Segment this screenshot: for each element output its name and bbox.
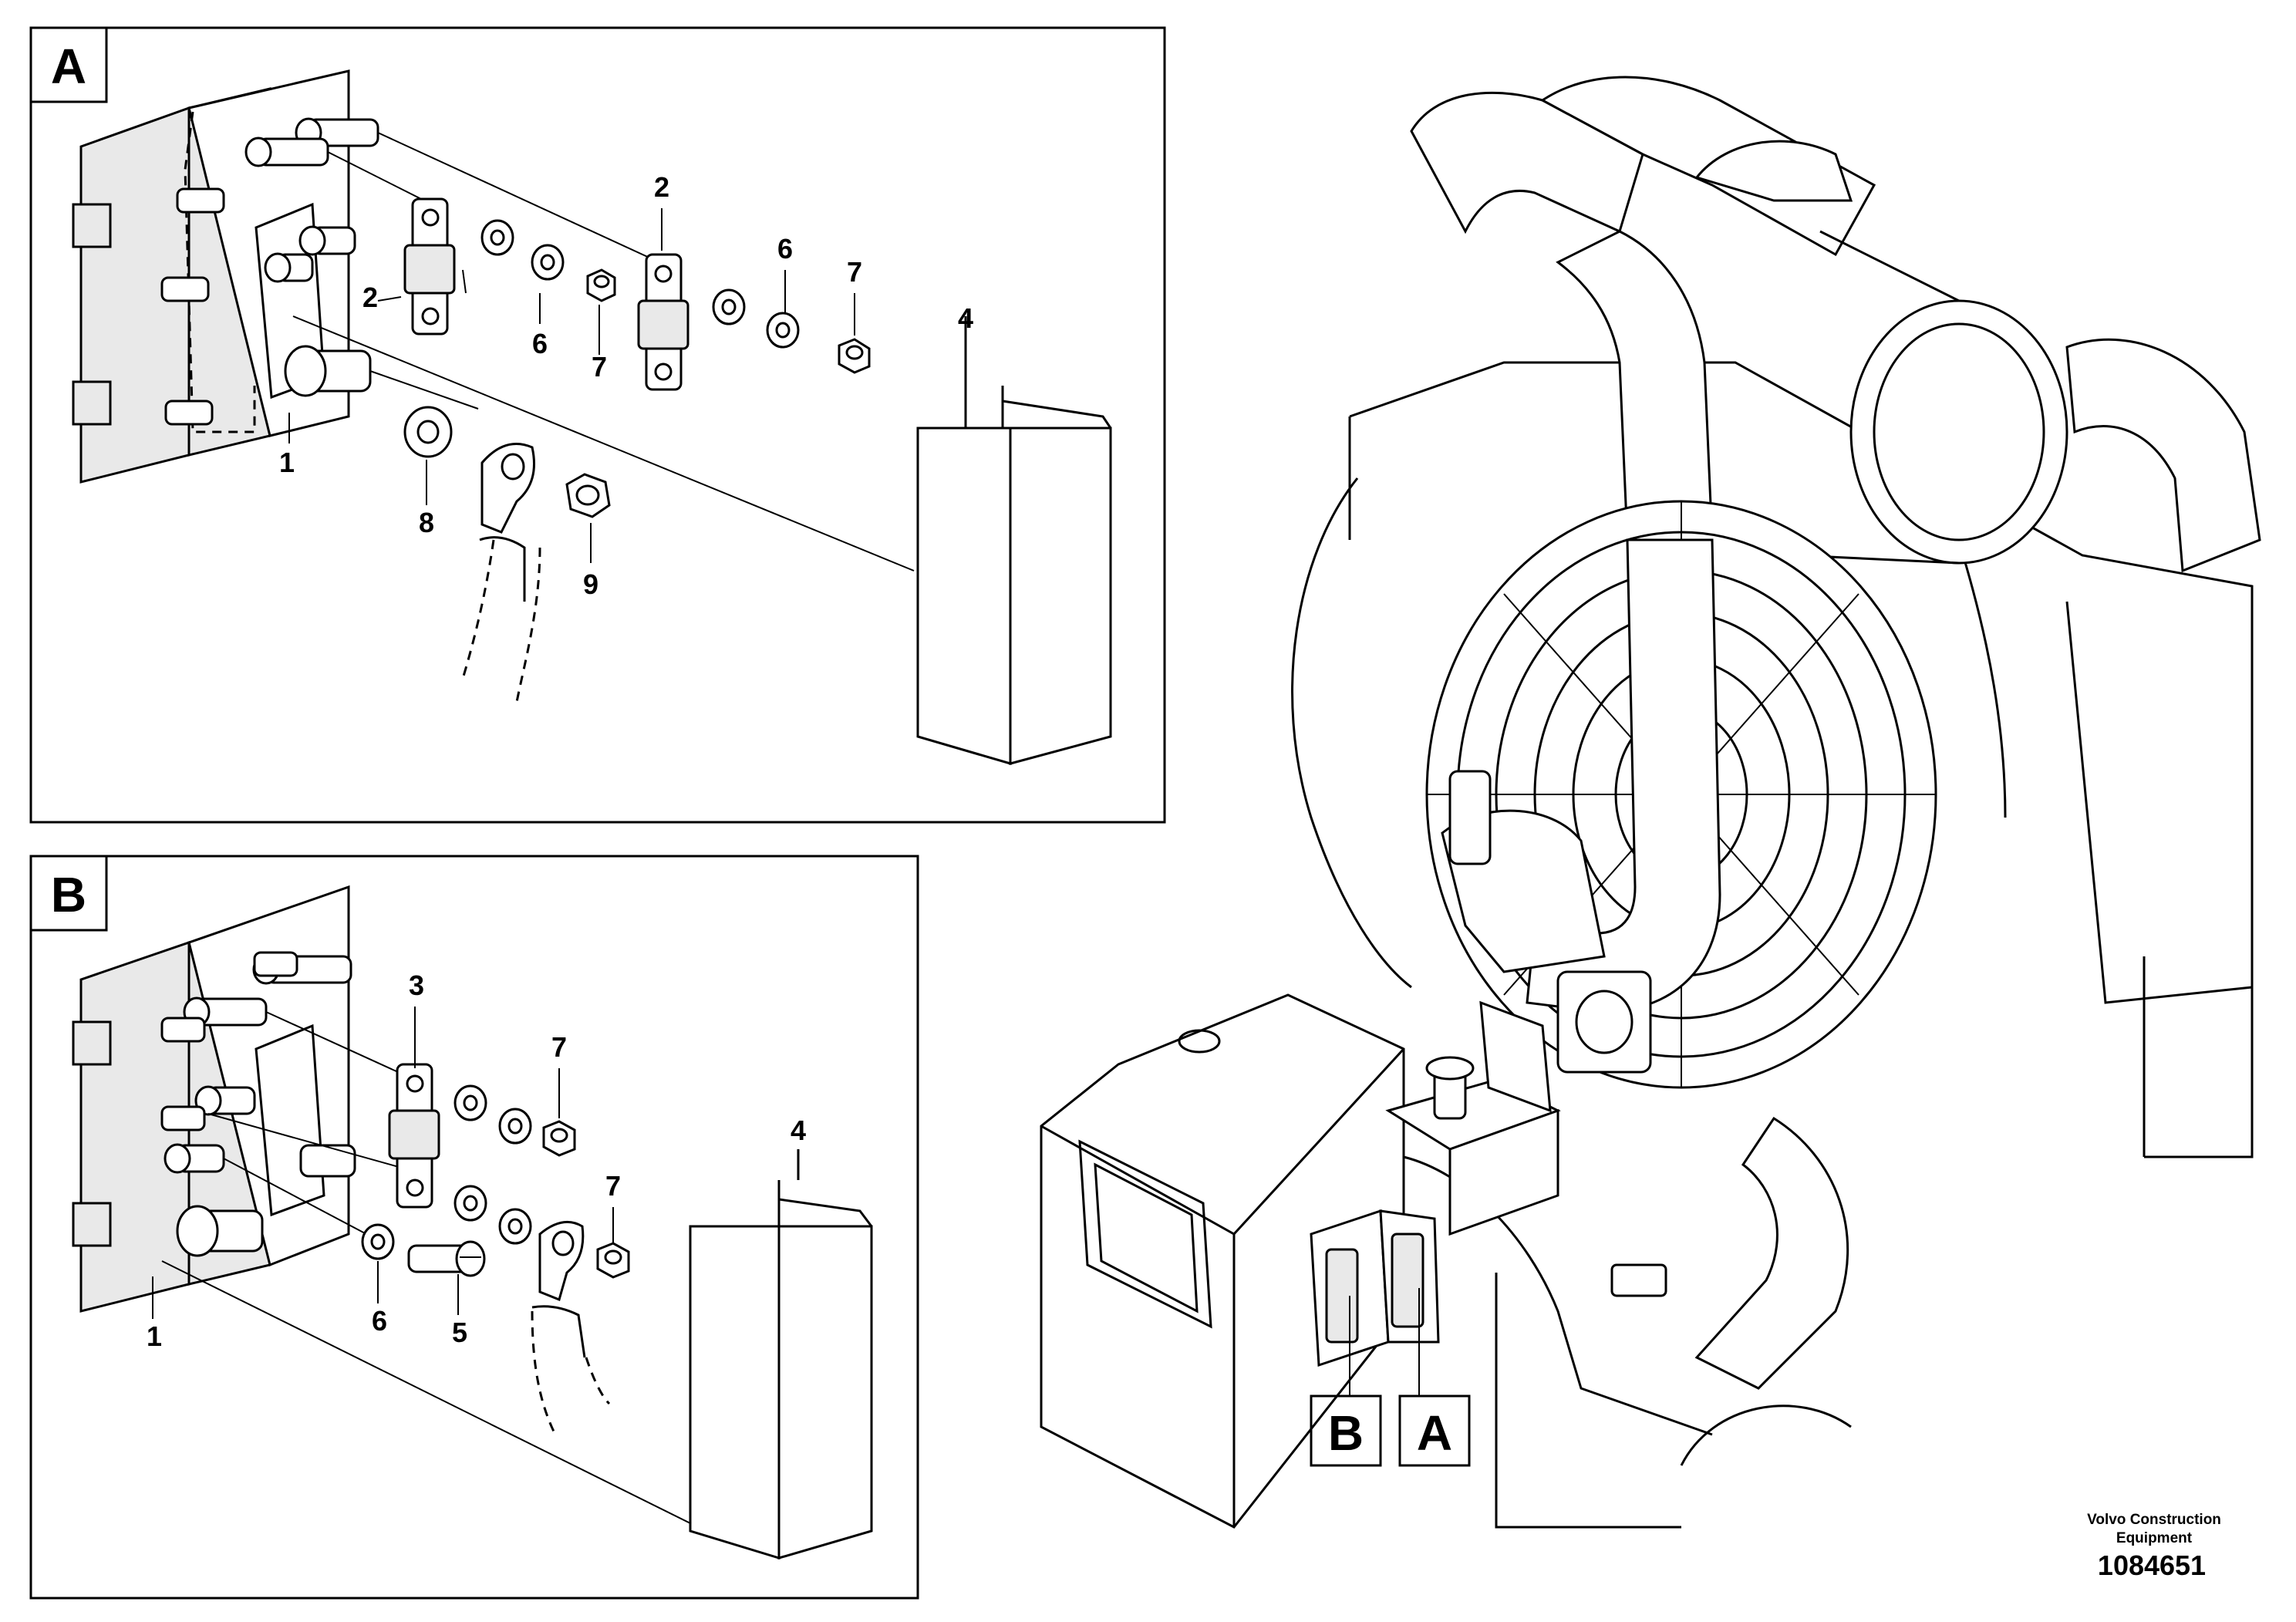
cover-part-4-a [916,316,1112,765]
panel-a-label-box [29,26,108,103]
coolant-pipe [1526,538,1849,1390]
callout-b-4: 4 [791,1114,806,1146]
callout-a-6-upper: 6 [777,233,793,265]
callout-b-3: 3 [409,969,424,1001]
callout-b-6: 6 [372,1305,387,1337]
panel-b-label: B [51,867,86,922]
panel-b-frame [29,855,919,1600]
lower-frame [1495,1263,1852,1529]
panel-b-label-box [29,855,108,932]
battery-disconnect-switch [1385,1000,1561,1236]
engine-overview-illustration: B A [1040,76,2261,1529]
washers-a [480,219,800,349]
callout-a-2-lower: 2 [362,282,378,313]
callout-a-9: 9 [583,568,598,600]
callout-a-6-lower: 6 [532,328,548,359]
fuse-holder-block-a [72,69,379,484]
overview-marker-b-box [1310,1394,1382,1467]
overview-marker-a: A [1417,1405,1452,1461]
fuse-part-3 [388,1063,440,1209]
fuse-holder-block-b [72,885,356,1313]
fuse-part-2-lower [403,197,456,336]
drawing-number: 1084651 [2098,1549,2206,1581]
callout-b-1: 1 [147,1320,162,1352]
air-cleaner-canister [1796,230,2261,573]
panel-a-label: A [51,39,86,94]
nuts-b [542,1120,630,1279]
callout-a-4: 4 [958,302,973,334]
detail-panel-b: B [29,855,919,1600]
callout-a-7-upper: 7 [847,256,862,288]
screw-part-5 [407,1240,486,1277]
panel-a-frame [29,26,1166,824]
callout-b-7-upper: 7 [551,1031,567,1063]
callout-b-5: 5 [452,1317,467,1348]
callout-a-7-lower: 7 [592,351,607,383]
washers-b [361,1084,532,1260]
company-name-line1: Volvo Construction [2087,1512,2221,1528]
overview-markers: B A [1310,1394,1471,1467]
callout-a-2-upper: 2 [654,171,669,203]
panel-a-callouts: 2 2 6 7 6 7 4 1 8 9 [279,171,973,600]
drawing-footer: Volvo Construction Equipment 1084651 [2087,1512,2221,1581]
cover-part-4-b [689,1149,873,1560]
overview-marker-b: B [1328,1405,1364,1461]
cable-lug-a [403,406,611,703]
callout-a-1: 1 [279,447,295,478]
air-intake-pipes [1410,76,1876,541]
fuse-panel-a [288,132,1112,765]
fuse-holders-overview [1310,1209,1440,1396]
panel-b-callouts: 3 7 4 7 1 6 5 [147,969,806,1352]
fuse-part-2-upper [637,253,689,391]
engine-housing [1291,361,2254,1158]
detail-panel-a: A [29,26,1166,824]
battery-box [1040,993,1713,1529]
fuse-panel-b [152,1007,873,1560]
overview-marker-a-box [1398,1394,1471,1467]
company-name-line2: Equipment [2116,1530,2193,1546]
pump-assembly [1441,770,1606,973]
cable-lug-b [531,1220,611,1435]
callout-a-8: 8 [419,507,434,538]
nuts-a [586,268,871,374]
callout-b-7-lower: 7 [605,1170,621,1202]
